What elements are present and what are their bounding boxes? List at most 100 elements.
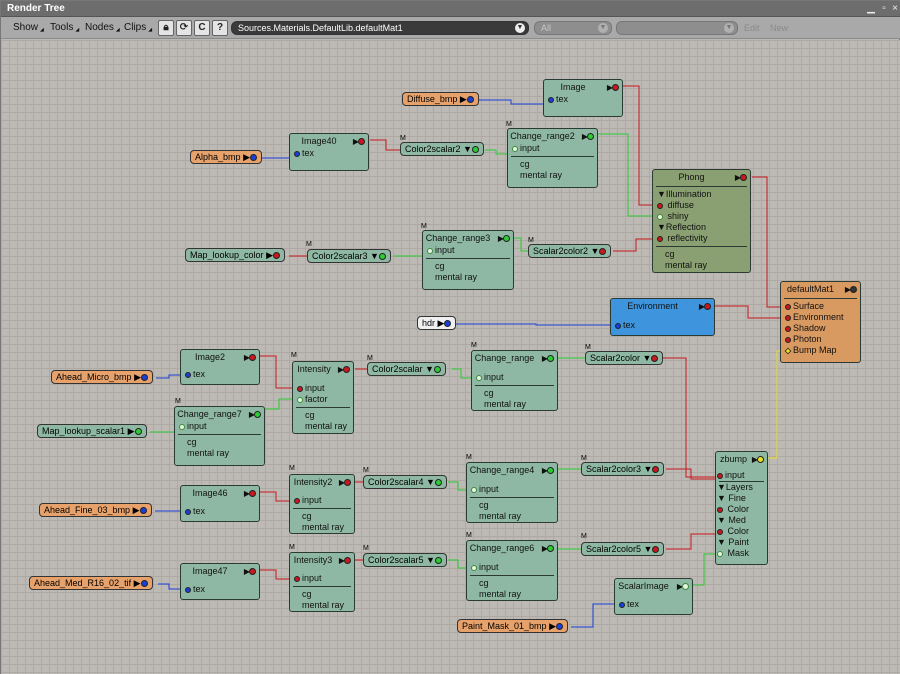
input-port-input[interactable]: input	[293, 383, 353, 394]
node-color2scalar3[interactable]: Color2scalar3 ▼	[307, 249, 391, 263]
source-map-lookup-color[interactable]: Map_lookup_color ▶	[185, 248, 285, 262]
param-group-med[interactable]: ▼ Med	[717, 515, 746, 525]
input-port-input[interactable]: input	[716, 470, 767, 481]
param-group-fine[interactable]: ▼ Fine	[717, 493, 746, 503]
input-port-diffuse[interactable]: diffuse	[653, 200, 750, 211]
clear-icon[interactable]: C	[194, 20, 210, 36]
output-port[interactable]	[140, 374, 148, 382]
output-port[interactable]: ▶	[339, 476, 351, 490]
node-image2[interactable]: Image2▶ tex	[180, 349, 260, 385]
input-port-tex[interactable]: tex	[615, 599, 692, 610]
input-port-reflectivity[interactable]: reflectivity	[653, 233, 750, 244]
node-color2scalar5[interactable]: Color2scalar5 ▼	[363, 553, 447, 567]
param-group-layers[interactable]: ▼Layers	[717, 482, 753, 492]
output-port[interactable]	[134, 428, 142, 436]
input-port-input[interactable]: input	[423, 245, 513, 256]
input-port-tex[interactable]: tex	[181, 369, 259, 380]
output-port[interactable]: ▶	[845, 283, 857, 297]
input-port-tex[interactable]: tex	[181, 584, 259, 595]
input-port-input[interactable]: input	[175, 421, 264, 432]
source-alpha-bmp[interactable]: Alpha_bmp ▶	[190, 150, 262, 164]
menu-tools[interactable]: Tools	[50, 22, 79, 33]
output-port[interactable]	[651, 355, 659, 363]
node-change-range4[interactable]: Change_range4▶ input cg mental ray	[466, 462, 558, 523]
output-port[interactable]: ▶	[699, 300, 711, 314]
input-port-environment[interactable]: Environment	[781, 312, 860, 323]
node-image46[interactable]: Image46▶ tex	[180, 485, 260, 522]
output-port[interactable]	[272, 252, 280, 260]
node-defaultmat1[interactable]: defaultMat1▶ Surface Environment Shadow …	[780, 281, 861, 363]
node-change-range2[interactable]: Change_range2▶ input cg mental ray	[507, 128, 598, 188]
param-group-paint[interactable]: ▼ Paint	[717, 537, 749, 547]
node-intensity2[interactable]: Intensity2▶ input cg mental ray	[289, 474, 355, 534]
help-icon[interactable]: ?	[212, 20, 228, 36]
output-port[interactable]: ▶	[542, 464, 554, 478]
output-port[interactable]: ▶	[338, 363, 350, 377]
close-icon[interactable]: ×	[892, 3, 898, 14]
output-port[interactable]	[652, 466, 660, 474]
input-port-input[interactable]: input	[467, 562, 557, 573]
menu-show[interactable]: Show	[13, 22, 44, 33]
input-port-input[interactable]: input	[290, 495, 354, 506]
node-phong[interactable]: Phong▶ ▼Illumination diffuse shiny ▼Refl…	[652, 169, 751, 273]
source-map-lookup-scalar1[interactable]: Map_lookup_scalar1 ▶	[37, 424, 147, 438]
input-port-bump-map[interactable]: Bump Map	[781, 345, 860, 356]
source-ahead-micro-bmp[interactable]: Ahead_Micro_bmp ▶	[51, 370, 153, 384]
source-paint-mask-01-bmp[interactable]: Paint_Mask_01_bmp ▶	[457, 619, 568, 633]
output-port[interactable]: ▶	[677, 580, 689, 594]
node-change-range6[interactable]: Change_range6▶ input cg mental ray	[466, 540, 558, 601]
output-port[interactable]	[444, 320, 452, 328]
output-port[interactable]: ▶	[339, 554, 351, 568]
output-port[interactable]: ▶	[542, 542, 554, 556]
input-port-photon[interactable]: Photon	[781, 334, 860, 345]
output-port[interactable]: ▶	[735, 171, 747, 185]
input-port-input[interactable]: input	[290, 573, 354, 584]
node-change-range7[interactable]: Change_range7▶ input cg mental ray	[174, 406, 265, 466]
input-port-paint-mask[interactable]: Mask	[716, 548, 767, 559]
output-port[interactable]	[556, 623, 563, 631]
source-ahead-fine-03-bmp[interactable]: Ahead_Fine_03_bmp ▶	[39, 503, 152, 517]
node-scalar2color2[interactable]: Scalar2color2 ▼	[528, 244, 612, 258]
output-port[interactable]	[434, 557, 442, 565]
source-diffuse-bmp[interactable]: Diffuse_bmp ▶	[402, 92, 479, 106]
input-port-shiny[interactable]: shiny	[653, 211, 750, 222]
output-port[interactable]	[140, 580, 148, 588]
input-port-input[interactable]: input	[508, 143, 597, 154]
input-port-tex[interactable]: tex	[611, 320, 714, 331]
menu-nodes[interactable]: Nodes	[85, 22, 120, 33]
refresh-icon[interactable]: ⟳	[176, 20, 192, 36]
node-scalar2color3[interactable]: Scalar2color3 ▼	[581, 462, 665, 476]
node-scalar2color5[interactable]: Scalar2color5 ▼	[581, 542, 665, 556]
source-ahead-med-r16-02-tif[interactable]: Ahead_Med_R16_02_tif ▶	[29, 576, 153, 590]
output-port[interactable]: ▶	[582, 130, 594, 144]
lock-icon[interactable]: 🔒︎	[158, 20, 174, 36]
node-color2scalar4[interactable]: Color2scalar4 ▼	[363, 475, 447, 489]
menu-clips[interactable]: Clips	[124, 22, 152, 33]
node-color2scalar[interactable]: Color2scalar ▼	[367, 362, 446, 376]
source-hdr[interactable]: hdr ▶	[417, 316, 457, 330]
output-port[interactable]	[466, 96, 474, 104]
param-group-reflection[interactable]: ▼Reflection	[657, 222, 706, 232]
input-port-factor[interactable]: factor	[293, 394, 353, 405]
output-port[interactable]	[471, 146, 479, 154]
node-environment[interactable]: Environment▶ tex	[610, 298, 715, 336]
node-change-range3[interactable]: Change_range3▶ input cg mental ray	[422, 230, 514, 290]
node-intensity3[interactable]: Intensity3▶ input cg mental ray	[289, 552, 355, 612]
node-color2scalar2[interactable]: Color2scalar2 ▼	[400, 142, 484, 156]
output-port[interactable]	[378, 253, 386, 261]
output-port[interactable]: ▶	[498, 232, 510, 246]
output-port[interactable]: ▶	[244, 487, 256, 501]
node-image47[interactable]: Image47▶ tex	[180, 563, 260, 600]
output-port[interactable]: ▶	[244, 565, 256, 579]
output-port[interactable]: ▶	[542, 352, 554, 366]
material-path-select[interactable]: Sources.Materials.DefaultLib.defaultMat1…	[231, 21, 529, 35]
node-image[interactable]: Image▶ tex	[543, 79, 623, 117]
output-port[interactable]	[249, 154, 257, 162]
node-intensity[interactable]: Intensity▶ input factor cg mental ray	[292, 361, 354, 434]
input-port-surface[interactable]: Surface	[781, 301, 860, 312]
node-image40[interactable]: Image40▶ tex	[289, 133, 369, 171]
output-port[interactable]: ▶	[752, 453, 764, 467]
minimize-icon[interactable]: ▁	[867, 3, 875, 14]
node-scalarimage[interactable]: ScalarImage▶ tex	[614, 578, 693, 615]
output-port[interactable]	[599, 248, 607, 256]
